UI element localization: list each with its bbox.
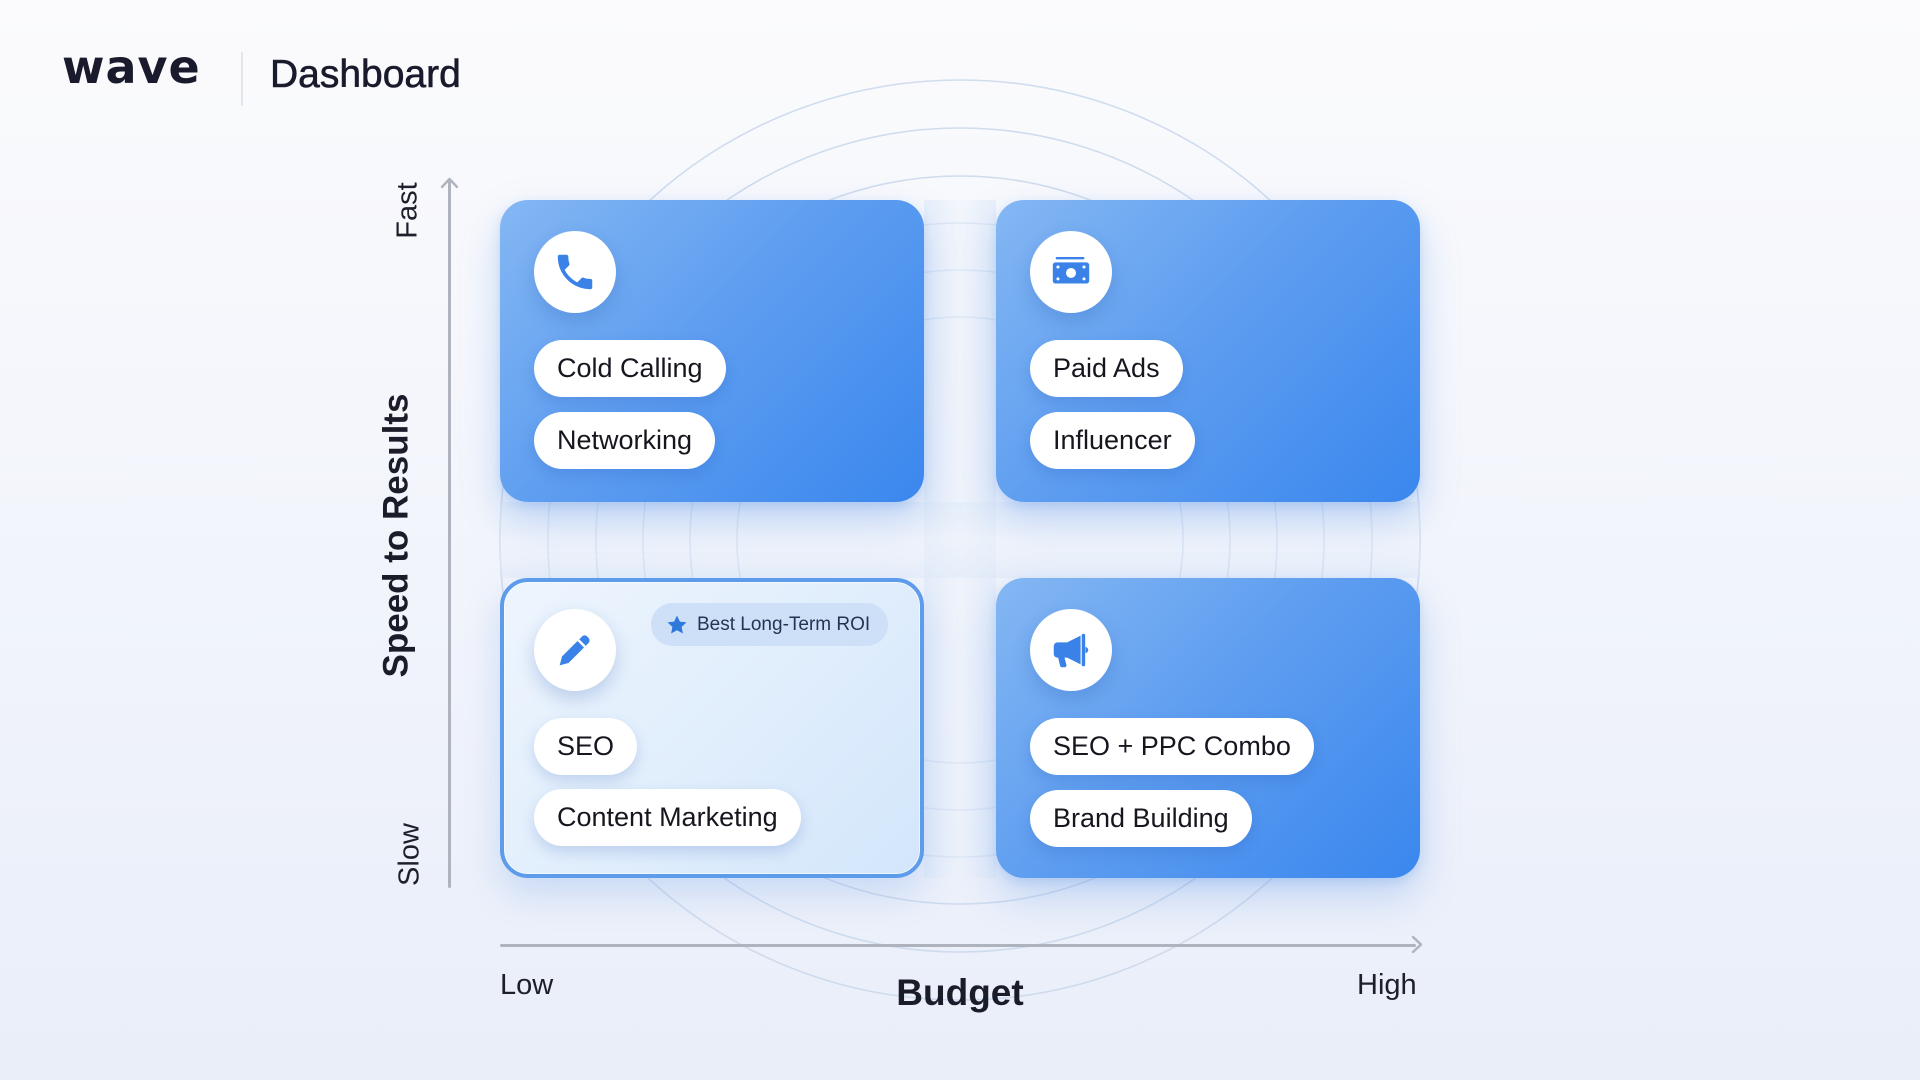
cash-icon-badge (1030, 231, 1112, 313)
strategy-pill-cold-calling[interactable]: Cold Calling (534, 340, 726, 397)
quadrant-high-budget-fast[interactable]: Paid Ads Influencer (996, 200, 1420, 502)
quadrant-high-budget-slow[interactable]: SEO + PPC Combo Brand Building (996, 578, 1420, 878)
page-title: Dashboard (270, 53, 461, 96)
megaphone-icon-badge (1030, 609, 1112, 691)
best-roi-badge: Best Long-Term ROI (651, 603, 889, 646)
x-axis-high-label: High (1357, 969, 1417, 1001)
strategy-pill-paid-ads[interactable]: Paid Ads (1030, 340, 1183, 397)
strategy-pill-networking[interactable]: Networking (534, 412, 716, 469)
strategy-pill-seo-ppc-combo[interactable]: SEO + PPC Combo (1030, 718, 1314, 775)
y-axis-line (448, 180, 451, 888)
quadrant-low-budget-fast[interactable]: Cold Calling Networking (500, 200, 924, 502)
wave-logo[interactable]: wave (62, 40, 201, 94)
x-axis-arrow-icon (1411, 935, 1423, 954)
y-axis-arrow-icon (440, 177, 459, 189)
y-axis-high-label: Fast (391, 182, 424, 239)
star-icon (667, 615, 687, 633)
header-divider (241, 52, 243, 106)
phone-icon-badge (534, 231, 616, 313)
x-axis-low-label: Low (500, 969, 554, 1001)
x-axis-title: Budget (896, 972, 1024, 1013)
megaphone-icon (1053, 633, 1089, 668)
cash-icon (1052, 257, 1090, 284)
strategy-pill-seo[interactable]: SEO (534, 718, 638, 775)
y-axis-title: Speed to Results (376, 393, 416, 678)
quadrant-low-budget-slow[interactable]: Best Long-Term ROI SEO Content Marketing (500, 578, 924, 878)
phone-icon (557, 254, 593, 290)
strategy-pill-content-marketing[interactable]: Content Marketing (534, 789, 801, 846)
x-axis-line (500, 944, 1416, 947)
strategy-pill-brand-building[interactable]: Brand Building (1030, 790, 1252, 847)
pencil-icon-badge (534, 609, 616, 691)
pencil-icon (559, 635, 590, 666)
y-axis-low-label: Slow (393, 823, 426, 886)
strategy-pill-influencer[interactable]: Influencer (1030, 412, 1195, 469)
best-roi-badge-label: Best Long-Term ROI (697, 613, 871, 635)
